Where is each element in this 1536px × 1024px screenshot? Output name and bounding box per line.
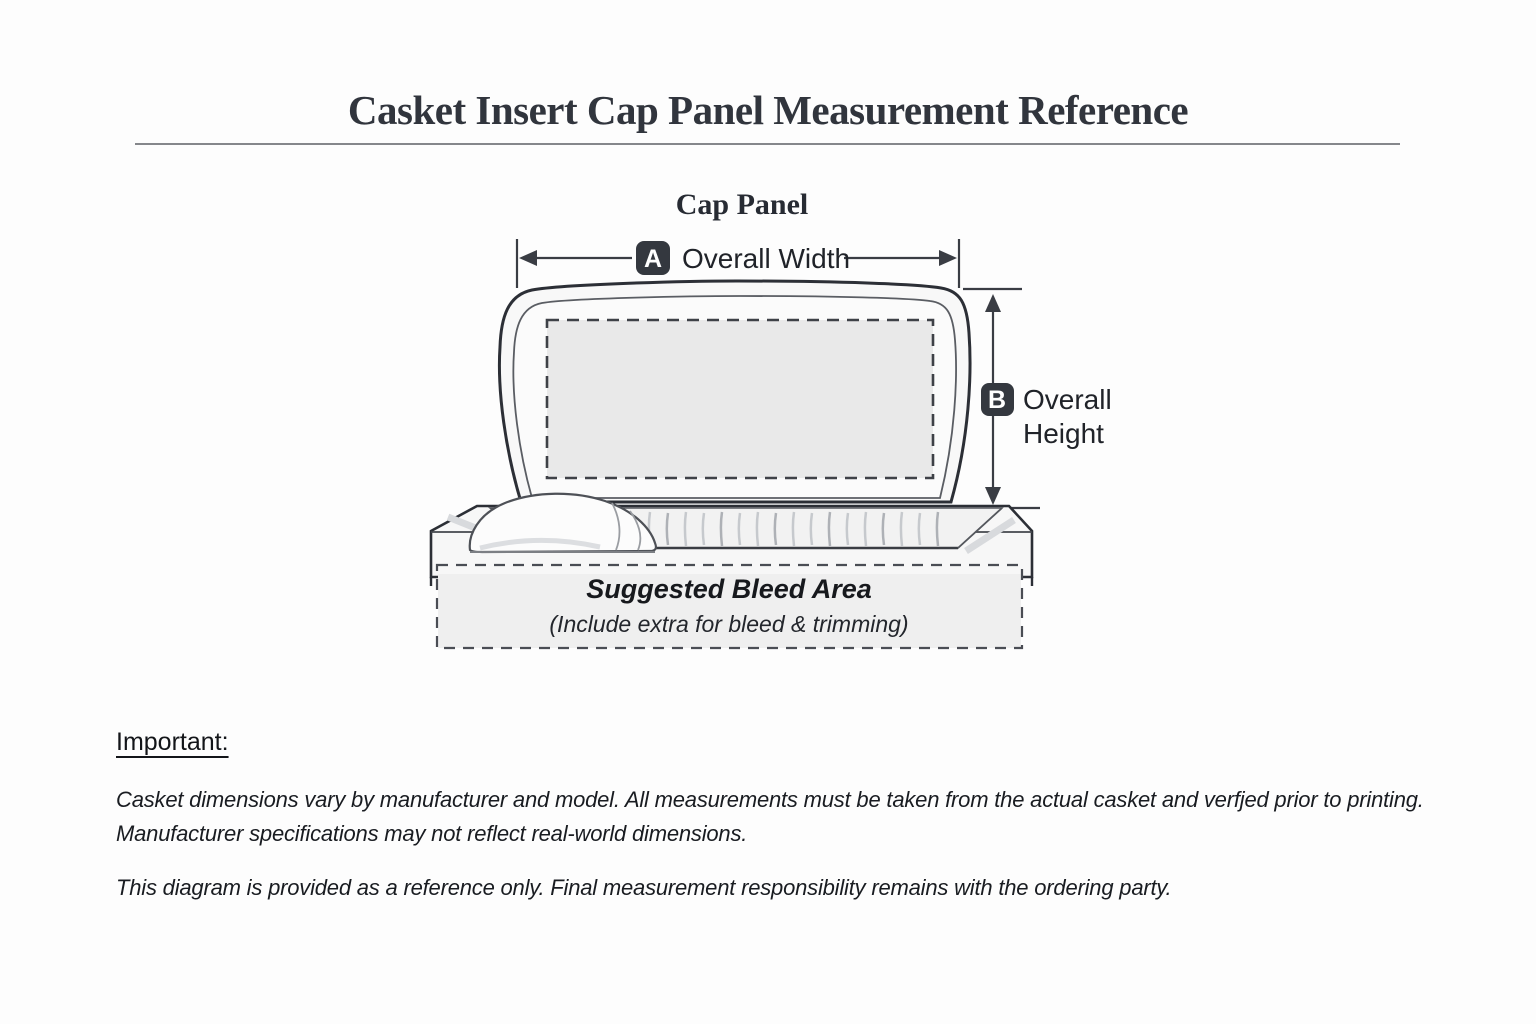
overall-width-label: Overall Width (682, 243, 850, 274)
pillow (468, 492, 658, 554)
height-dimension-label: B Overall Height (981, 383, 1112, 449)
width-dimension-label: A Overall Width (636, 241, 850, 275)
notes-paragraph-2: This diagram is provided as a reference … (116, 875, 1172, 900)
right-corner-fabric-roll (964, 517, 1016, 554)
cap-panel-insert-area (545, 318, 935, 480)
page-title: Casket Insert Cap Panel Measurement Refe… (347, 87, 1189, 133)
notes-paragraph-1-line-2: Manufacturer specifications may not refl… (116, 821, 748, 846)
width-arrowhead-right-icon (939, 250, 957, 266)
title-divider (135, 143, 1400, 145)
bleed-area-subtitle: (Include extra for bleed & trimming) (549, 611, 908, 637)
pillow-fold-line (629, 510, 642, 551)
notes-section: Important: Casket dimensions vary by man… (116, 728, 1456, 905)
dimension-b-badge (981, 383, 1014, 416)
width-arrowhead-left-icon (519, 250, 537, 266)
dimension-b-badge-letter: B (988, 386, 1006, 414)
width-dimension (515, 239, 961, 288)
overall-height-label-line1: Overall (1023, 384, 1112, 415)
casket-lid (497, 279, 972, 504)
notes-heading: Important: (116, 728, 229, 756)
height-arrowhead-down-icon (985, 487, 1001, 505)
bleed-area-fill (438, 574, 1021, 648)
height-arrowhead-up-icon (985, 294, 1001, 312)
dimension-a-badge-letter: A (644, 245, 662, 273)
bleed-area-boundary (435, 563, 1024, 650)
pillow-shading (479, 537, 601, 551)
bleed-area-title: Suggested Bleed Area (586, 574, 872, 604)
overall-height-label-line2: Height (1023, 418, 1104, 449)
right-corner-seam (957, 507, 1003, 549)
pillow-fold-line (611, 502, 621, 551)
bleed-area: Suggested Bleed Area (Include extra for … (435, 563, 1024, 650)
dimension-a-badge (636, 241, 670, 275)
notes-paragraph-1-line-1: Casket dimensions vary by manufacturer a… (116, 787, 1424, 812)
notes-paragraph-1: Casket dimensions vary by manufacturer a… (116, 783, 1456, 851)
cap-panel-label: Cap Panel (676, 188, 809, 221)
casket-body (429, 492, 1034, 586)
